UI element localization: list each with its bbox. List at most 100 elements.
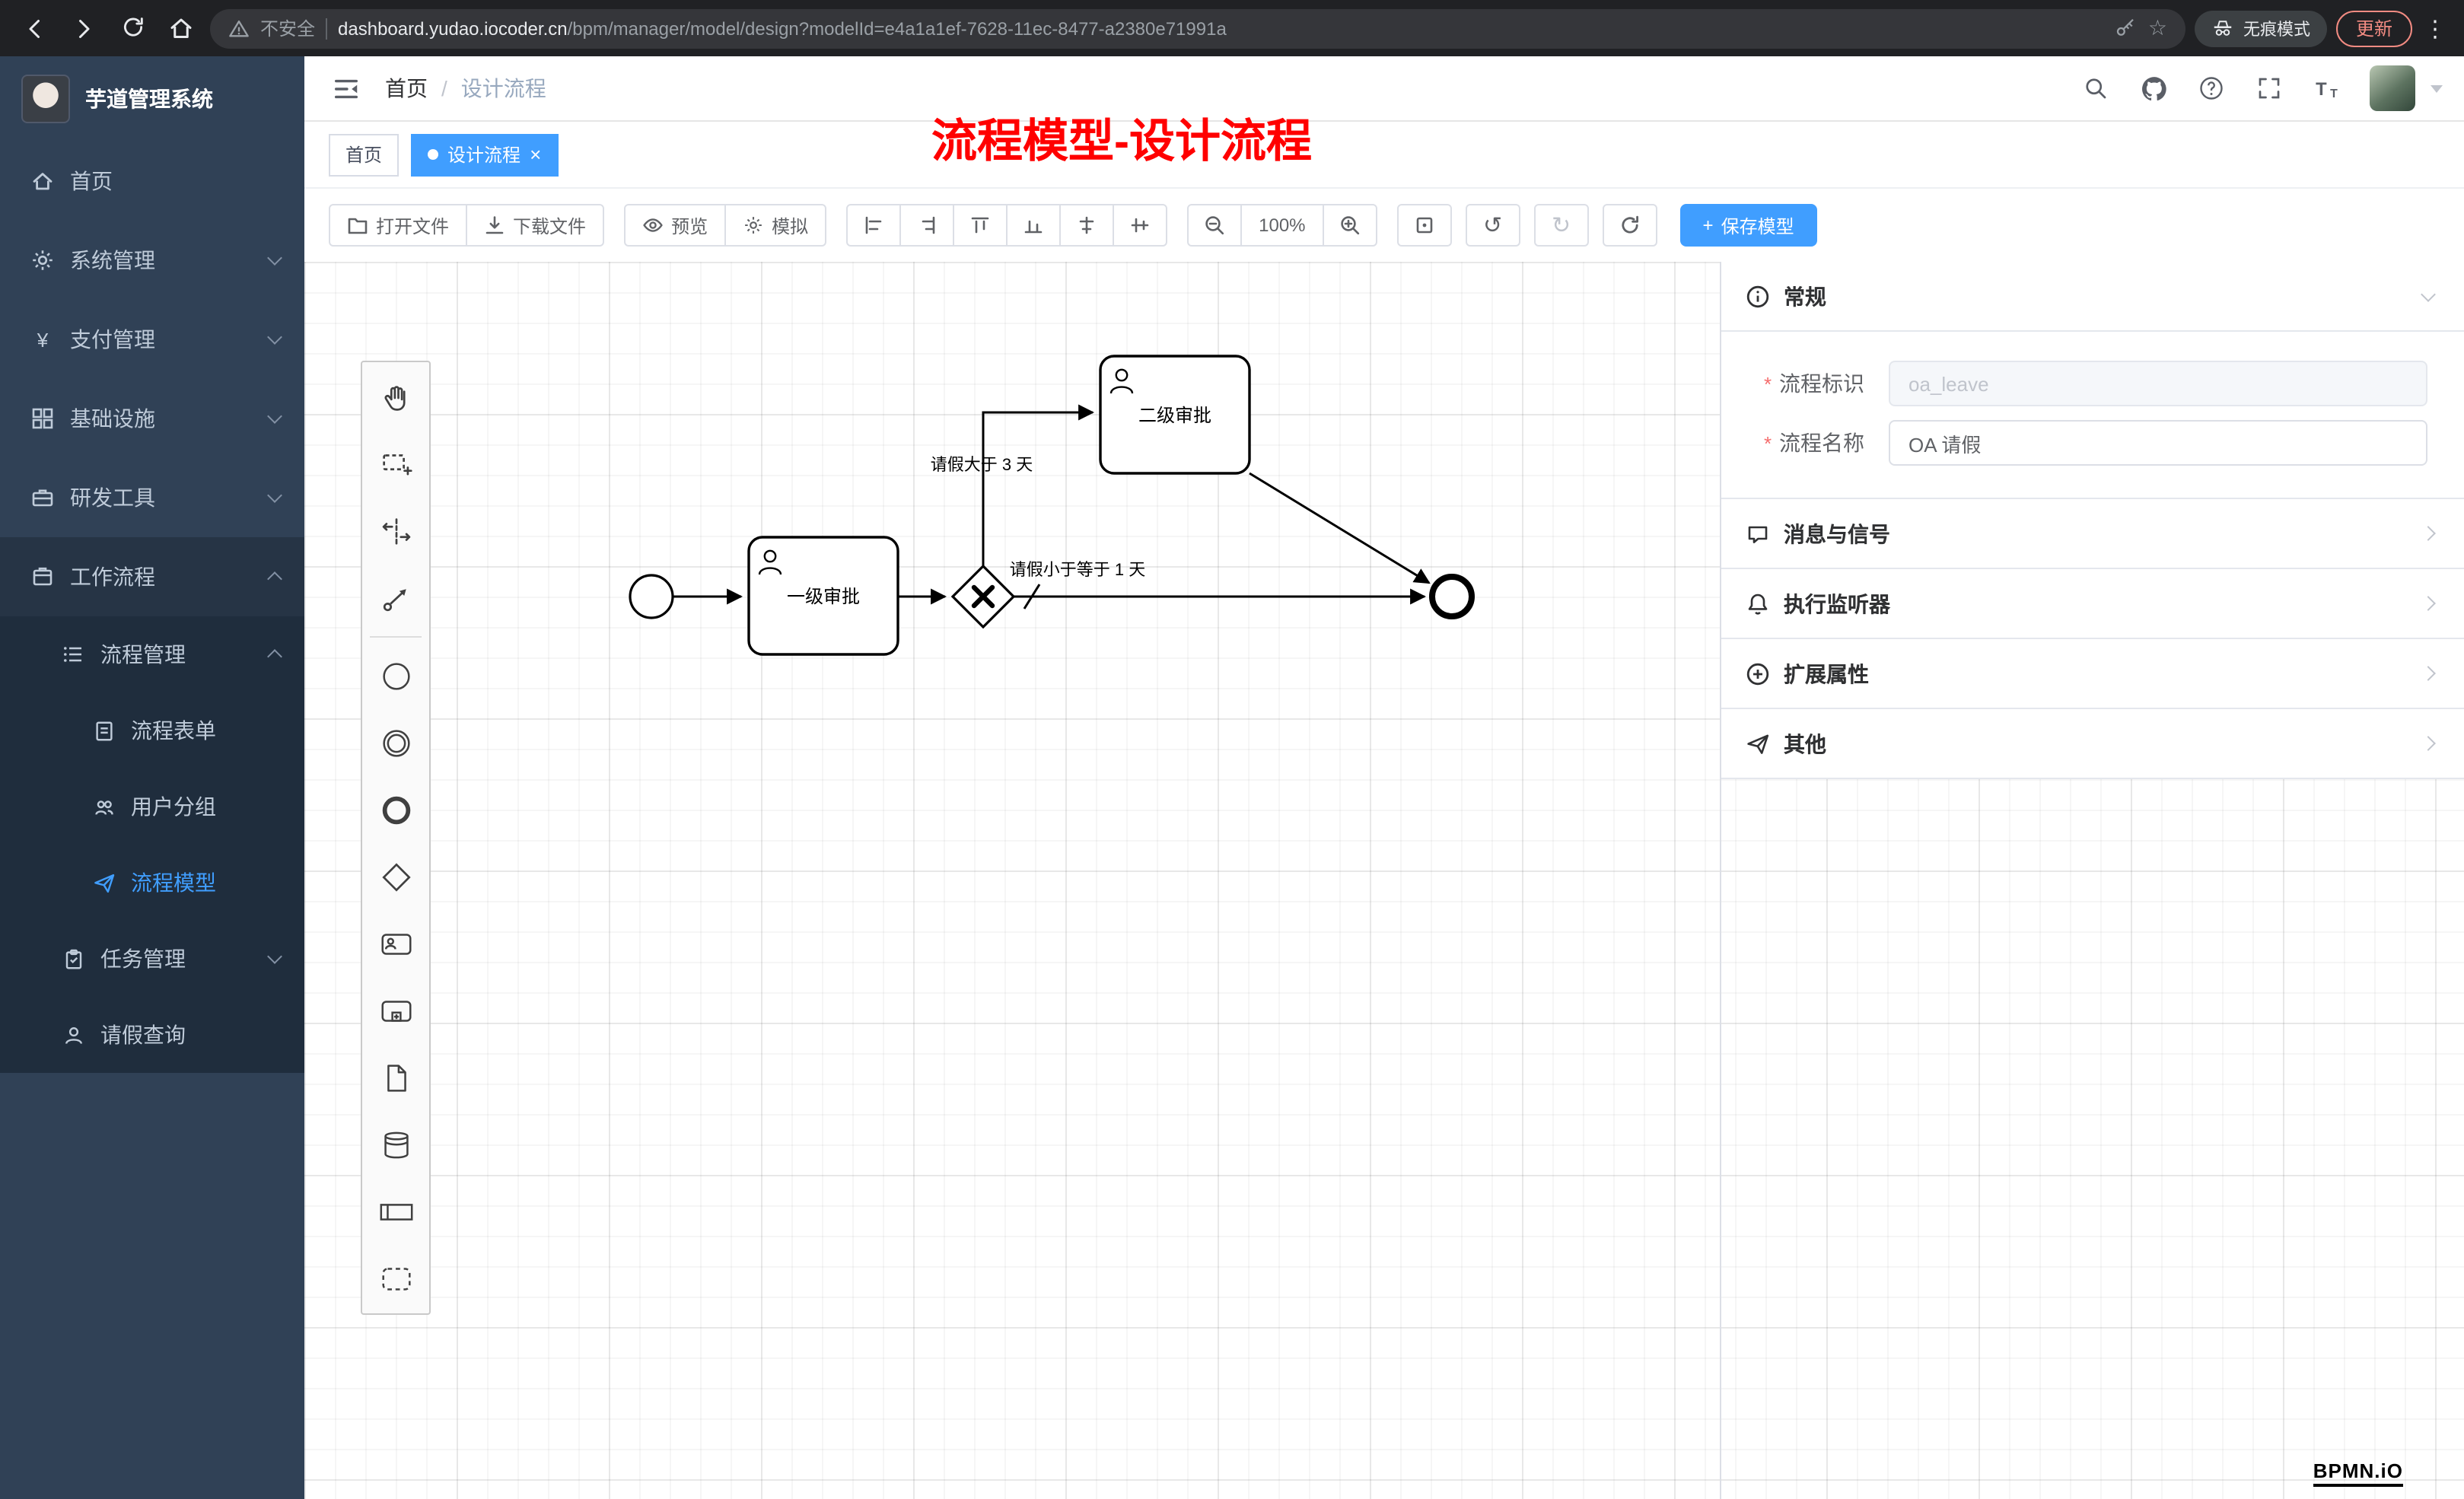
- field-process-name: * 流程名称: [1764, 420, 2427, 466]
- bookmark-star-icon[interactable]: ☆: [2147, 15, 2167, 40]
- home-button[interactable]: [161, 8, 201, 48]
- page-url[interactable]: dashboard.yudao.iocoder.cn/bpm/manager/m…: [338, 18, 1227, 39]
- space-tool-icon[interactable]: [362, 498, 429, 565]
- sidebar-item-workflow[interactable]: 工作流程: [0, 537, 304, 616]
- section-other[interactable]: 其他: [1721, 708, 2464, 778]
- create-data-object-icon[interactable]: [362, 1044, 429, 1111]
- redo-button[interactable]: ↻: [1533, 204, 1589, 247]
- align-middle-button[interactable]: [1113, 204, 1168, 247]
- warning-icon: [228, 18, 250, 39]
- sidebar-item-process-management[interactable]: 流程管理: [0, 616, 304, 692]
- create-intermediate-event-icon[interactable]: [362, 709, 429, 776]
- collapse-sidebar-icon[interactable]: [330, 73, 361, 103]
- key-icon[interactable]: [2115, 17, 2138, 40]
- sidebar-item-payment[interactable]: ¥ 支付管理: [0, 300, 304, 379]
- chevron-down-icon: [267, 488, 282, 503]
- align-right-button[interactable]: [899, 204, 955, 247]
- zoom-in-button[interactable]: [1322, 204, 1377, 247]
- reset-zoom-button[interactable]: [1396, 204, 1452, 247]
- tab-home[interactable]: 首页: [329, 133, 400, 176]
- create-participant-icon[interactable]: [362, 1178, 429, 1245]
- end-event[interactable]: [1429, 574, 1475, 619]
- section-messages-signals[interactable]: 消息与信号: [1721, 498, 2464, 568]
- task1-label: 一级审批: [787, 587, 860, 607]
- flow-label-le-1-day[interactable]: 请假小于等于 1 天: [1010, 560, 1145, 579]
- create-start-event-icon[interactable]: [362, 642, 429, 709]
- sidebar-item-system[interactable]: 系统管理: [0, 221, 304, 300]
- svg-text:T: T: [2329, 87, 2337, 100]
- github-icon[interactable]: [2138, 73, 2169, 103]
- align-bottom-button[interactable]: [1006, 204, 1062, 247]
- help-icon[interactable]: [2196, 73, 2227, 103]
- lasso-tool-icon[interactable]: [362, 431, 429, 498]
- sidebar-item-process-form[interactable]: 流程表单: [0, 692, 304, 769]
- breadcrumb-home[interactable]: 首页: [385, 76, 428, 100]
- bpmn-canvas[interactable]: 一级审批 二级审批: [304, 262, 2464, 1499]
- sidebar-item-process-model[interactable]: 流程模型: [0, 845, 304, 921]
- app-header: 首页 / 设计流程: [304, 56, 2464, 122]
- flow-task2-to-end[interactable]: [1249, 472, 1431, 584]
- download-file-button[interactable]: 下载文件: [466, 204, 605, 247]
- create-end-event-icon[interactable]: [362, 776, 429, 843]
- info-icon: [1746, 284, 1770, 308]
- tab-active-dot: [428, 149, 439, 160]
- bpmn-io-logo[interactable]: BPMN.iO: [2313, 1459, 2403, 1487]
- avatar-caret-icon[interactable]: [2431, 84, 2443, 92]
- sidebar-item-task-management[interactable]: 任务管理: [0, 921, 304, 997]
- align-left-button[interactable]: [846, 204, 902, 247]
- fullscreen-icon[interactable]: [2254, 73, 2284, 103]
- undo-button[interactable]: ↺: [1465, 204, 1520, 247]
- process-name-input[interactable]: [1889, 420, 2427, 466]
- tab-close-icon[interactable]: ×: [530, 143, 542, 166]
- browser-menu-icon[interactable]: ⋮: [2424, 16, 2446, 42]
- task-level1-approval[interactable]: [747, 536, 899, 656]
- security-label[interactable]: 不安全: [260, 18, 316, 40]
- search-icon[interactable]: [2080, 73, 2111, 103]
- sidebar-item-home[interactable]: 首页: [0, 142, 304, 221]
- align-center-button[interactable]: [1059, 204, 1115, 247]
- chevron-right-icon: [2421, 736, 2436, 751]
- section-general[interactable]: 常规: [1721, 262, 2464, 332]
- back-button[interactable]: [15, 8, 55, 48]
- breadcrumb: 首页 / 设计流程: [385, 73, 546, 103]
- sidebar-item-devtools[interactable]: 研发工具: [0, 458, 304, 537]
- chevron-up-icon: [267, 571, 282, 587]
- simulate-button[interactable]: 模拟: [724, 204, 827, 247]
- start-event[interactable]: [629, 574, 674, 619]
- open-file-button[interactable]: 打开文件: [329, 204, 468, 247]
- flow-gateway-to-task2[interactable]: [982, 404, 1095, 566]
- create-gateway-icon[interactable]: [362, 843, 429, 910]
- update-button[interactable]: 更新: [2335, 10, 2412, 46]
- forward-button[interactable]: [64, 8, 103, 48]
- process-key-input[interactable]: [1889, 361, 2427, 406]
- create-task-icon[interactable]: [362, 910, 429, 977]
- align-top-button[interactable]: [953, 204, 1008, 247]
- sidebar-item-leave-query[interactable]: 请假查询: [0, 997, 304, 1073]
- preview-button[interactable]: 预览: [624, 204, 727, 247]
- create-group-icon[interactable]: [362, 1245, 429, 1312]
- app-title: 芋道管理系统: [85, 87, 213, 111]
- tab-design-process[interactable]: 设计流程 ×: [411, 133, 559, 176]
- sidebar-item-user-group[interactable]: 用户分组: [0, 769, 304, 845]
- zoom-out-button[interactable]: [1187, 204, 1243, 247]
- user-avatar[interactable]: [2370, 65, 2415, 111]
- section-execution-listener[interactable]: 执行监听器: [1721, 568, 2464, 638]
- hand-tool-icon[interactable]: [362, 364, 429, 431]
- address-bar[interactable]: 不安全 dashboard.yudao.iocoder.cn/bpm/manag…: [210, 8, 2185, 48]
- save-model-button[interactable]: +保存模型: [1679, 204, 1817, 247]
- reload-button[interactable]: [113, 8, 152, 48]
- restart-button[interactable]: [1602, 204, 1657, 247]
- global-connect-tool-icon[interactable]: [362, 565, 429, 632]
- flow-label-gt-3-days[interactable]: 请假大于 3 天: [931, 455, 1033, 474]
- task-level2-approval[interactable]: [1099, 355, 1251, 475]
- section-extended-attributes[interactable]: 扩展属性: [1721, 638, 2464, 708]
- browser-toolbar: 不安全 dashboard.yudao.iocoder.cn/bpm/manag…: [0, 0, 2464, 56]
- toolbox-icon: [30, 485, 55, 510]
- create-data-store-icon[interactable]: [362, 1111, 429, 1178]
- list-icon: [61, 642, 85, 667]
- create-subprocess-icon[interactable]: [362, 977, 429, 1044]
- sidebar-item-infra[interactable]: 基础设施: [0, 379, 304, 458]
